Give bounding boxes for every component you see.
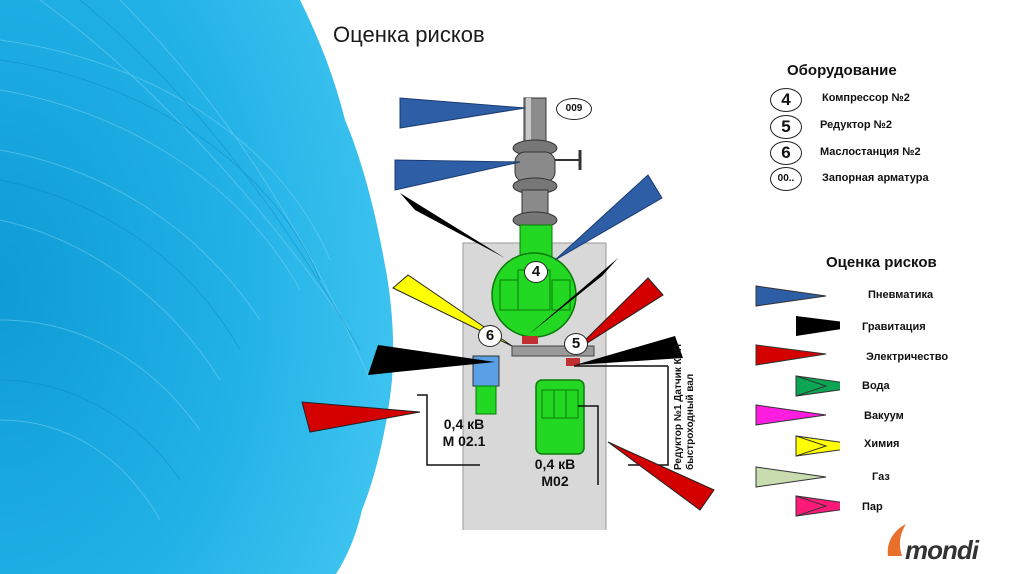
wire-m021 — [417, 394, 480, 466]
motor-m021-name: М 02.1 — [442, 433, 486, 449]
motor-m02-voltage: 0,4 кВ — [534, 456, 576, 472]
reducer-tag-badge: 5 — [564, 333, 588, 355]
risk-electric-2 — [572, 277, 664, 353]
risk-pneumatic-2 — [394, 159, 521, 191]
mondi-logo-mark — [887, 524, 906, 556]
equipment-label-valves: Запорная арматура — [822, 172, 929, 184]
motor-m021-label: 0,4 кВ М 02.1 — [434, 416, 494, 450]
oil-motor — [475, 385, 497, 415]
main-motor — [535, 379, 585, 455]
legend-label-water: Вода — [862, 380, 890, 392]
legend-steam-tip — [796, 495, 828, 517]
equipment-num-4: 4 — [770, 88, 802, 112]
legend-gravity-tip — [796, 316, 826, 336]
legend-label-vacuum: Вакуум — [864, 410, 904, 422]
equipment-num-6: 6 — [770, 141, 802, 165]
wire-sensor — [628, 366, 669, 466]
legend-gas-swatch — [755, 466, 827, 488]
equipment-title: Оборудование — [787, 62, 897, 79]
risk-gravity-1 — [400, 193, 505, 258]
sensor-label: Редуктор №1 Датчик КИП быстроходный вал — [673, 344, 697, 470]
motor-m021-voltage: 0,4 кВ — [443, 416, 485, 432]
risk-electric-1 — [301, 401, 421, 433]
motor-m02-name: М02 — [541, 473, 569, 489]
reducer-shaft — [511, 345, 595, 357]
legend-label-gravity: Гравитация — [862, 321, 926, 333]
oil-station-tag-badge: 6 — [478, 325, 502, 347]
equipment-label-compressor: Компрессор №2 — [822, 92, 910, 104]
legend-label-steam: Пар — [862, 501, 883, 513]
sensor-label-line1: Редуктор №1 Датчик КИП — [673, 343, 684, 470]
risk-pneumatic-3 — [554, 174, 663, 261]
slide-title: Оценка рисков — [333, 22, 485, 47]
legend-electric-swatch — [755, 344, 827, 366]
valve-tag-badge: 009 — [556, 98, 592, 120]
equipment-label-reducer: Редуктор №2 — [820, 119, 893, 131]
legend-water-tip — [796, 375, 828, 397]
mondi-logo: mondi — [905, 535, 979, 565]
compressor-tag-badge: 4 — [524, 261, 548, 283]
blue-paint-background — [0, 0, 394, 574]
wire-m02 — [578, 405, 599, 485]
legend-pneumatic-swatch — [755, 285, 827, 307]
equipment-num-5: 5 — [770, 115, 802, 139]
risk-gravity-3 — [368, 345, 495, 375]
legend-label-electric: Электричество — [866, 351, 949, 363]
equipment-num-valves: 00.. — [770, 167, 802, 191]
equipment-label-oil-station: Маслостанция №2 — [820, 146, 921, 158]
risk-pneumatic-1 — [399, 97, 526, 129]
risk-diagram — [301, 97, 715, 530]
legend-chemistry-tip — [796, 435, 828, 457]
legend-label-gas: Газ — [872, 471, 890, 483]
risk-electric-3 — [607, 441, 715, 511]
risk-legend-title: Оценка рисков — [826, 254, 937, 271]
sensor-label-line2: быстроходный вал — [685, 373, 696, 470]
risk-gravity-4 — [575, 336, 683, 365]
legend-vacuum-swatch — [755, 404, 827, 426]
risk-gravity-2 — [528, 258, 618, 335]
legend-swatch-tips — [796, 316, 828, 517]
legend-label-chemistry: Химия — [864, 438, 900, 450]
motor-m02-label: 0,4 кВ М02 — [522, 456, 588, 490]
legend-label-pneumatic: Пневматика — [868, 289, 934, 301]
